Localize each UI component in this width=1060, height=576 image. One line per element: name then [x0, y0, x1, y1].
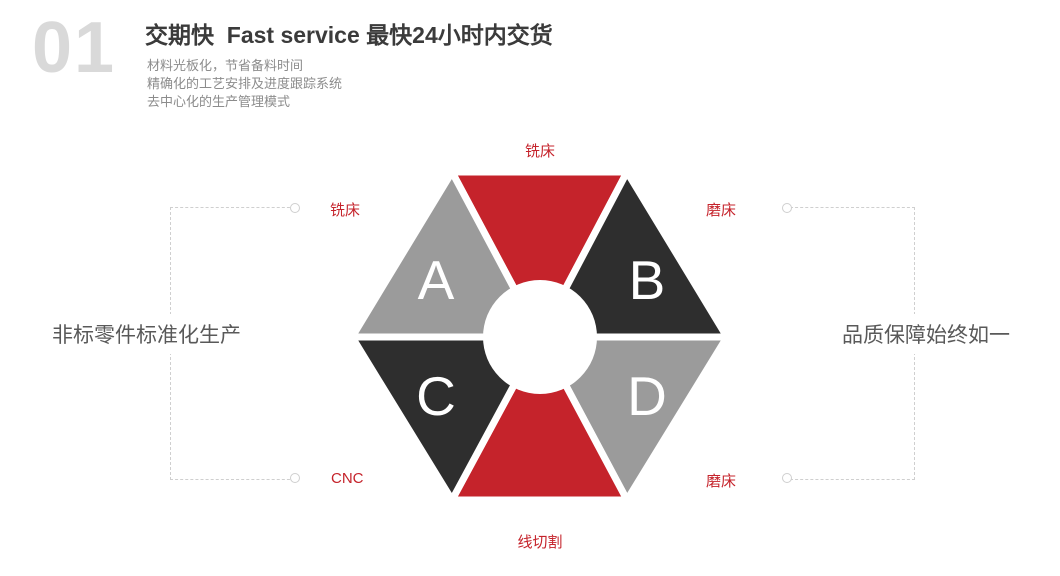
label-lower-left: CNC: [331, 470, 364, 487]
slide-title: 交期快 Fast service 最快24小时内交货: [145, 22, 553, 48]
feature-points: 材料光板化，节省备料时间 精确化的工艺安排及进度跟踪系统 去中心化的生产管理模式: [147, 57, 342, 111]
section-number: 01: [32, 8, 117, 88]
hexagon-diagram: A B C D: [350, 168, 730, 508]
segment-upper-left: [350, 168, 546, 341]
right-note: 品质保障始终如一: [832, 314, 1020, 354]
label-upper-left: 铣床: [330, 202, 361, 219]
letter-b: B: [629, 249, 666, 311]
letter-d: D: [627, 365, 667, 427]
center-circle: [483, 280, 597, 394]
letter-c: C: [416, 365, 456, 427]
feature-point-3: 去中心化的生产管理模式: [147, 94, 291, 109]
label-upper-right: 磨床: [706, 202, 737, 219]
connector-ring-top-left: [290, 203, 300, 213]
label-top: 铣床: [524, 143, 555, 160]
connector-ring-bottom-right: [782, 473, 792, 483]
connector-ring-bottom-left: [290, 473, 300, 483]
left-note: 非标零件标准化生产: [42, 314, 251, 354]
label-bottom: 线切割: [517, 534, 563, 551]
label-lower-right: 磨床: [706, 473, 737, 490]
connector-ring-top-right: [782, 203, 792, 213]
feature-point-2: 精确化的工艺安排及进度跟踪系统: [147, 76, 343, 91]
letter-a: A: [418, 249, 455, 311]
feature-point-1: 材料光板化，节省备料时间: [147, 58, 304, 73]
